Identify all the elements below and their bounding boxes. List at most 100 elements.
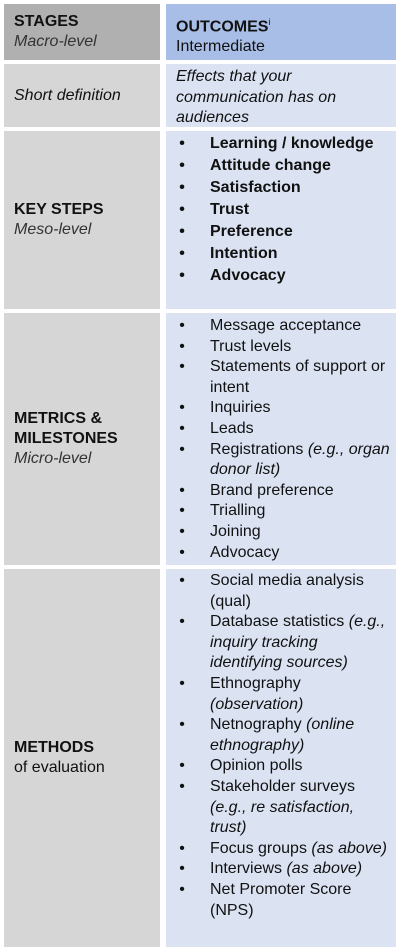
- outcomes-title: OUTCOMESi: [176, 17, 271, 36]
- list-item-text: Statements of support or intent: [210, 358, 386, 396]
- key-steps-list: •Learning / knowledge•Attitude change•Sa…: [176, 133, 390, 287]
- list-item: •Interviews (as above): [176, 859, 390, 880]
- short-definition-text: Effects that your communication has on a…: [176, 68, 337, 126]
- key-steps-row: KEY STEPS Meso-level •Learning / knowled…: [4, 131, 396, 309]
- metrics-title-line1: METRICS &: [14, 410, 102, 427]
- bullet-icon: •: [179, 157, 185, 174]
- bullet-icon: •: [179, 337, 185, 355]
- bullet-icon: •: [179, 481, 185, 499]
- list-item: •Social media analysis (qual): [176, 571, 390, 612]
- list-item: •Learning / knowledge: [176, 133, 390, 155]
- list-item: • Brand preference: [176, 481, 390, 502]
- list-item-text: Message acceptance: [210, 317, 362, 334]
- list-item-text: Trialling: [210, 502, 266, 520]
- list-item-note: (online ethnography): [210, 716, 355, 754]
- list-item-text: Net Promoter Score (NPS): [210, 880, 352, 919]
- methods-list-cell: •Social media analysis (qual)•Database s…: [166, 569, 396, 947]
- key-steps-list-cell: •Learning / knowledge•Attitude change•Sa…: [166, 131, 396, 309]
- list-item: • Attitude change: [176, 155, 390, 177]
- list-item: • Leads: [176, 419, 390, 440]
- list-item-text: Satisfaction: [210, 179, 301, 196]
- bullet-icon: •: [179, 358, 185, 376]
- outcomes-footnote-marker: i: [268, 17, 271, 27]
- bullet-icon: •: [179, 317, 185, 334]
- list-item: • Database statistics (e.g., inquiry trac…: [176, 612, 390, 674]
- list-item-text: Registrations: [210, 440, 308, 458]
- list-item-text: Focus groups: [210, 839, 312, 857]
- list-item-text: Inquiries: [210, 399, 271, 417]
- list-item-text: Attitude change: [210, 157, 331, 174]
- list-item: • Registrations (e.g., organ donor list): [176, 440, 390, 481]
- bullet-icon: •: [179, 839, 185, 857]
- list-item-note: (as above): [286, 860, 363, 878]
- list-item: • Advocacy: [176, 265, 390, 287]
- bullet-icon: •: [179, 135, 185, 152]
- list-item: •Trust levels: [176, 337, 390, 358]
- header-row: STAGES Macro-level OUTCOMESi Intermediat…: [4, 4, 396, 60]
- metrics-list: •Message acceptance•Trust levels•Stateme…: [176, 316, 390, 563]
- bullet-icon: •: [179, 716, 185, 734]
- list-item-text: Advocacy: [210, 267, 286, 284]
- list-item: • Satisfaction: [176, 177, 390, 199]
- key-steps-label-cell: KEY STEPS Meso-level: [4, 131, 160, 309]
- list-item-text: Netnography: [210, 716, 307, 734]
- bullet-icon: •: [179, 522, 185, 540]
- bullet-icon: •: [179, 502, 185, 520]
- list-item: • Statements of support or intent: [176, 357, 390, 398]
- list-item-text: Database statistics: [210, 613, 349, 631]
- bullet-icon: •: [179, 267, 185, 284]
- metrics-label-cell: METRICS & MILESTONES Micro-level: [4, 313, 160, 565]
- metrics-row: METRICS & MILESTONES Micro-level • Messag…: [4, 313, 396, 565]
- short-definition-label: Short definition: [14, 86, 121, 104]
- list-item: •Ethnography (observation): [176, 674, 390, 715]
- list-item-text: Joining: [210, 522, 261, 540]
- list-item: • Net Promoter Score (NPS): [176, 880, 390, 921]
- bullet-icon: •: [179, 757, 185, 775]
- list-item: • Trialling: [176, 501, 390, 522]
- bullet-icon: •: [179, 245, 185, 262]
- list-item: • Joining: [176, 522, 390, 543]
- methods-label-cell: METHODS of evaluation: [4, 569, 160, 947]
- stages-title: STAGES: [14, 13, 79, 30]
- bullet-icon: •: [179, 543, 185, 561]
- list-item-text: Trust: [210, 201, 250, 218]
- list-item-text: Interviews: [210, 860, 287, 878]
- list-item: • Advocacy: [176, 543, 390, 564]
- list-item-text: Preference: [210, 223, 293, 240]
- key-steps-subtitle: Meso-level: [14, 221, 92, 238]
- bullet-icon: •: [179, 440, 185, 458]
- short-definition-text-cell: Effects that your communication has on a…: [166, 64, 396, 127]
- list-item-text: Opinion polls: [210, 757, 303, 775]
- list-item-note: (e.g., re satisfaction, trust): [210, 798, 355, 837]
- list-item: • Opinion polls: [176, 756, 390, 777]
- metrics-subtitle: Micro-level: [14, 450, 92, 467]
- list-item-note: (as above): [311, 839, 387, 857]
- outcomes-subtitle: Intermediate: [176, 38, 265, 56]
- list-item: •Intention: [176, 243, 390, 265]
- short-definition-label-cell: Short definition: [4, 64, 160, 127]
- list-item-text: Advocacy: [210, 543, 280, 561]
- list-item: • Message acceptance: [176, 316, 390, 337]
- methods-list: •Social media analysis (qual)•Database s…: [176, 571, 390, 921]
- outcomes-header-cell: OUTCOMESi Intermediate: [166, 4, 396, 60]
- bullet-icon: •: [179, 613, 185, 631]
- bullet-icon: •: [179, 223, 185, 240]
- bullet-icon: •: [179, 399, 185, 417]
- methods-row: METHODS of evaluation •Social media anal…: [4, 569, 396, 947]
- list-item-note: (e.g., inquiry tracking identifying sour…: [210, 613, 386, 672]
- list-item-text: Brand preference: [210, 481, 334, 499]
- bullet-icon: •: [179, 572, 185, 589]
- list-item-note: (e.g., organ donor list): [210, 440, 390, 479]
- metrics-title-line2: MILESTONES: [14, 430, 118, 447]
- bullet-icon: •: [179, 674, 185, 692]
- methods-subtitle: of evaluation: [14, 759, 105, 776]
- bullet-icon: •: [179, 419, 185, 437]
- bullet-icon: •: [179, 880, 185, 898]
- bullet-icon: •: [179, 179, 185, 196]
- list-item-text: Leads: [210, 419, 254, 437]
- list-item: • Netnography (online ethnography): [176, 715, 390, 756]
- list-item: • Stakeholder surveys (e.g., re satisfact…: [176, 777, 390, 839]
- list-item-text: Stakeholder surveys: [210, 777, 355, 795]
- bullet-icon: •: [179, 777, 185, 795]
- stages-header-cell: STAGES Macro-level: [4, 4, 160, 60]
